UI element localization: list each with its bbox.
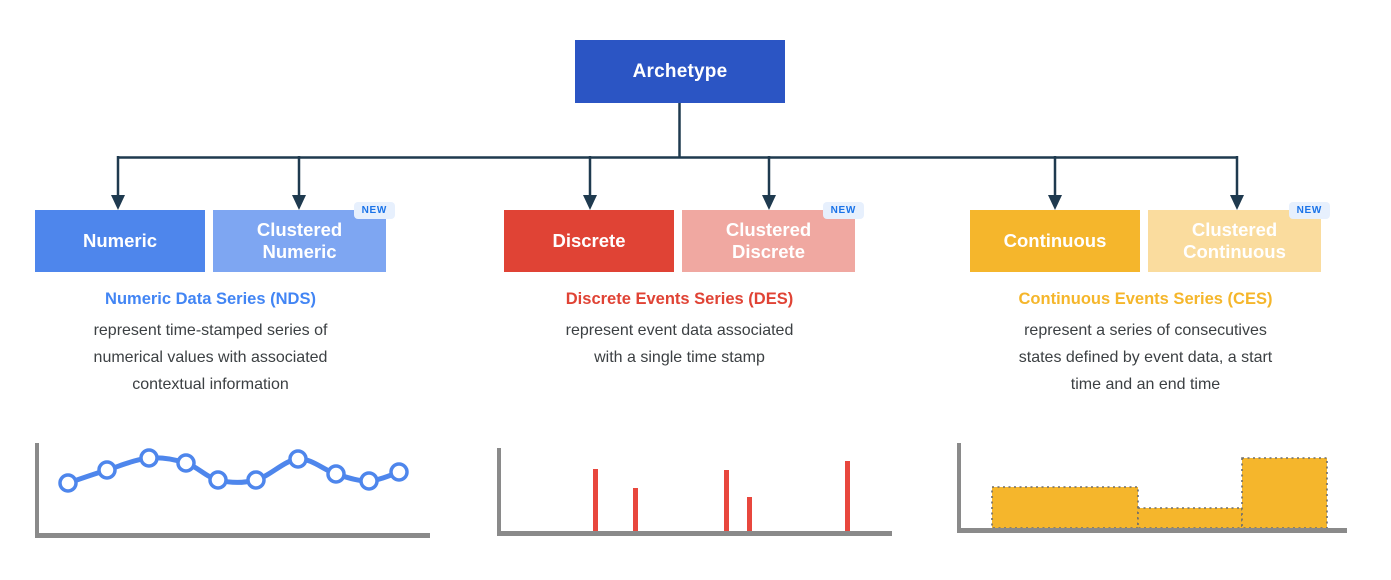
node-label: Clustered Discrete (725, 219, 812, 262)
node-numeric[interactable]: Numeric (35, 210, 205, 272)
event-bar (845, 461, 850, 531)
data-point-marker (389, 462, 409, 482)
description-line: contextual information (132, 376, 289, 393)
des-chart-svg (593, 461, 850, 531)
nds-line-chart (35, 443, 430, 538)
new-badge: NEW (353, 202, 395, 219)
series-title-nds: Numeric Data Series (NDS) (105, 290, 316, 308)
arrowhead-icon (1230, 195, 1244, 210)
description-line: represent a series of consecutives (1024, 322, 1267, 339)
des-event-chart (497, 448, 892, 536)
arrowhead-icon (1048, 195, 1062, 210)
state-block (1241, 457, 1328, 528)
group-continuous: Continuous Clustered Continuous NEW Cont… (957, 202, 1347, 533)
root-node-label: Archetype (632, 60, 728, 82)
series-description-des: represent event data associated with a s… (504, 317, 855, 371)
description-line: with a single time stamp (594, 349, 765, 366)
series-description-ces: represent a series of consecutives state… (970, 317, 1321, 398)
data-point-marker (58, 473, 78, 493)
node-label: Continuous (1003, 230, 1107, 252)
continuous-textblock: Continuous Events Series (CES) represent… (970, 290, 1321, 398)
data-point-marker (176, 453, 196, 473)
nds-chart-svg (58, 448, 409, 493)
event-bar (724, 470, 729, 531)
node-clustered-discrete[interactable]: Clustered Discrete NEW (682, 202, 864, 272)
data-point-marker (97, 460, 117, 480)
data-point-marker (139, 448, 159, 468)
data-point-marker (288, 449, 308, 469)
series-line (65, 455, 402, 486)
description-line: time and an end time (1070, 376, 1221, 393)
event-bar (593, 469, 598, 531)
group-numeric: Numeric Clustered Numeric NEW Numeric Da… (35, 202, 430, 538)
series-title-des: Discrete Events Series (DES) (565, 290, 794, 308)
continuous-boxes-row: Continuous Clustered Continuous NEW (970, 202, 1330, 272)
series-title-ces: Continuous Events Series (CES) (1018, 290, 1273, 308)
node-label: Clustered Continuous (1183, 219, 1286, 262)
node-label: Discrete (552, 230, 626, 252)
data-point-marker (326, 464, 346, 484)
series-description-nds: represent time-stamped series of numeric… (35, 317, 386, 398)
new-badge: NEW (1288, 202, 1330, 219)
arrowhead-icon (583, 195, 597, 210)
arrowhead-icon (111, 195, 125, 210)
discrete-textblock: Discrete Events Series (DES) represent e… (504, 290, 855, 371)
numeric-boxes-row: Numeric Clustered Numeric NEW (35, 202, 395, 272)
node-clustered-numeric[interactable]: Clustered Numeric NEW (213, 202, 395, 272)
arrowhead-icon (762, 195, 776, 210)
numeric-textblock: Numeric Data Series (NDS) represent time… (35, 290, 386, 398)
node-discrete[interactable]: Discrete (504, 210, 674, 272)
data-point-marker (208, 470, 228, 490)
node-continuous[interactable]: Continuous (970, 210, 1140, 272)
state-block (1137, 507, 1243, 528)
arrowhead-icon (292, 195, 306, 210)
root-node-archetype: Archetype (575, 40, 785, 103)
description-line: states defined by event data, a start (1018, 349, 1273, 366)
state-block (991, 486, 1139, 528)
description-line: numerical values with associated (93, 349, 328, 366)
event-bar (747, 497, 752, 531)
group-discrete: Discrete Clustered Discrete NEW Discrete… (497, 202, 892, 536)
node-label: Clustered Numeric (256, 219, 343, 262)
description-line: represent time-stamped series of (93, 322, 328, 339)
new-badge: NEW (822, 202, 864, 219)
data-point-marker (246, 470, 266, 490)
description-line: represent event data associated (565, 322, 794, 339)
event-bar (633, 488, 638, 531)
node-label: Numeric (82, 230, 158, 252)
ces-chart-svg (991, 457, 1328, 528)
ces-state-chart (957, 443, 1347, 533)
node-clustered-continuous[interactable]: Clustered Continuous NEW (1148, 202, 1330, 272)
data-point-marker (359, 471, 379, 491)
discrete-boxes-row: Discrete Clustered Discrete NEW (504, 202, 864, 272)
